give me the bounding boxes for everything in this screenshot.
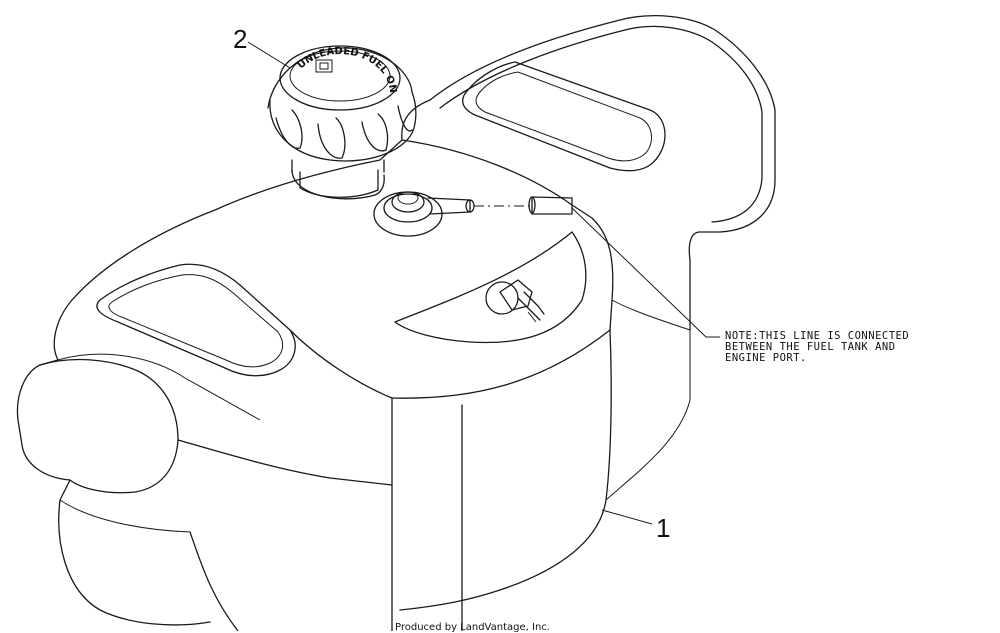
- outlet-fitting: [485, 279, 545, 323]
- callout-2: 2: [233, 24, 247, 54]
- filler-neck: [291, 169, 385, 200]
- leader-line-2: [247, 41, 291, 69]
- connection-note: NOTE:THIS LINE IS CONNECTED BETWEEN THE …: [725, 331, 909, 364]
- leader-line-1: [601, 509, 653, 525]
- vent-fitting: [373, 191, 532, 237]
- note-leader-line: [571, 207, 720, 338]
- callout-1: 1: [656, 513, 670, 543]
- fuel-hose: [528, 196, 573, 215]
- note-line-2: BETWEEN THE FUEL TANK AND: [725, 341, 896, 353]
- fuel-cap-text: UNLEADED FUEL ONLY: [0, 0, 398, 94]
- note-line-3: ENGINE PORT.: [725, 352, 807, 364]
- producer-footer: Produced by LandVantage, Inc.: [395, 622, 550, 633]
- note-line-1: NOTE:THIS LINE IS CONNECTED: [725, 330, 910, 342]
- fuel-cap: UNLEADED FUEL ONLY: [0, 0, 417, 173]
